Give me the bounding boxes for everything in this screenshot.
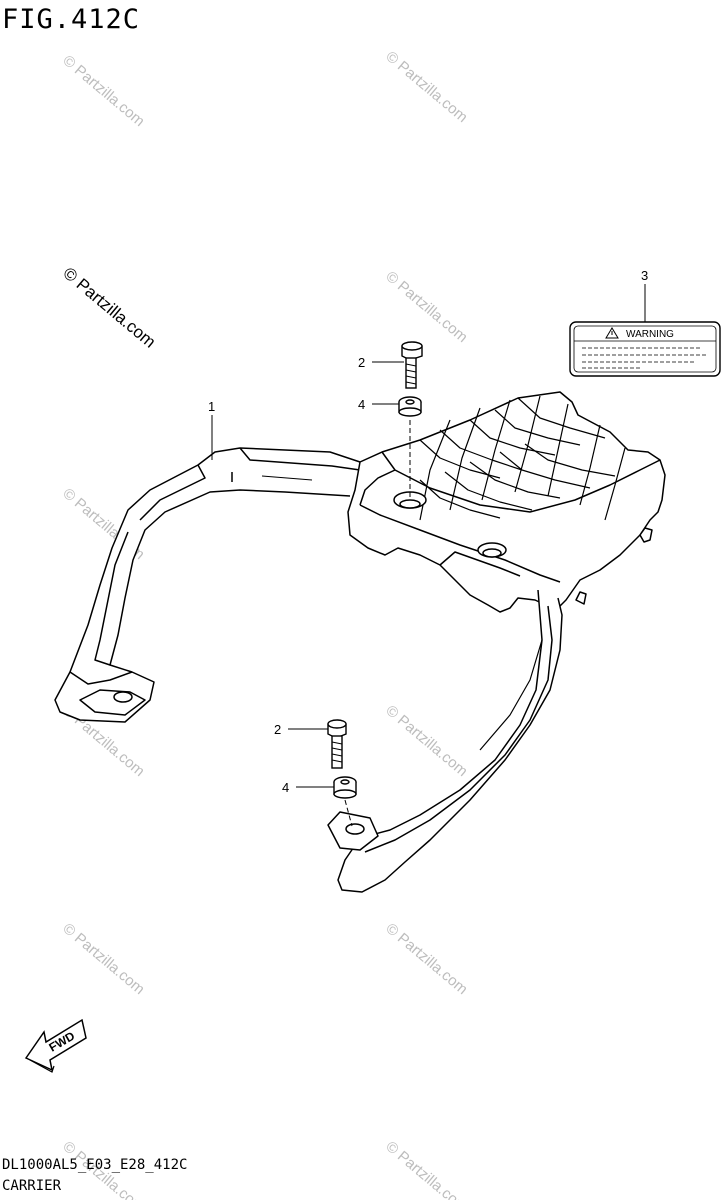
bolt-upper-drawing	[401, 341, 423, 389]
watermark: © Partzilla.com	[382, 48, 470, 126]
watermark-prominent: © Partzilla.com	[59, 264, 159, 352]
warning-label-text: WARNING	[626, 329, 674, 340]
watermark: © Partzilla.com	[59, 920, 147, 998]
callout-part-2-lower: 2	[274, 722, 281, 737]
callout-part-3: 3	[641, 268, 648, 283]
bolt-lower-drawing	[327, 719, 347, 769]
watermark: © Partzilla.com	[382, 702, 470, 780]
watermark: © Partzilla.com	[382, 268, 470, 346]
washer-lower-drawing	[333, 776, 357, 799]
washer-upper-drawing	[398, 396, 422, 417]
figure-code: DL1000AL5_E03_E28_412C	[2, 1157, 188, 1173]
warning-triangle-icon	[605, 327, 619, 339]
watermark: © Partzilla.com	[59, 52, 147, 130]
warning-label-drawing: WARNING	[569, 321, 721, 377]
watermark: © Partzilla.com	[382, 1138, 470, 1200]
forward-arrow-icon: FWD	[24, 1018, 87, 1073]
figure-name: CARRIER	[2, 1178, 62, 1194]
carrier-rack-drawing	[54, 391, 666, 893]
assembly-axis-lower	[344, 799, 353, 827]
callout-part-4-upper: 4	[358, 397, 365, 412]
figure-title: FIG.412C	[2, 4, 141, 35]
callouts	[211, 284, 646, 788]
callout-part-2-upper: 2	[358, 355, 365, 370]
watermark: © Partzilla.com	[382, 920, 470, 998]
callout-part-1: 1	[208, 399, 215, 414]
callout-part-4-lower: 4	[282, 780, 289, 795]
watermark-grid: © Partzilla.com © Partzilla.com © Partzi…	[59, 48, 470, 1200]
